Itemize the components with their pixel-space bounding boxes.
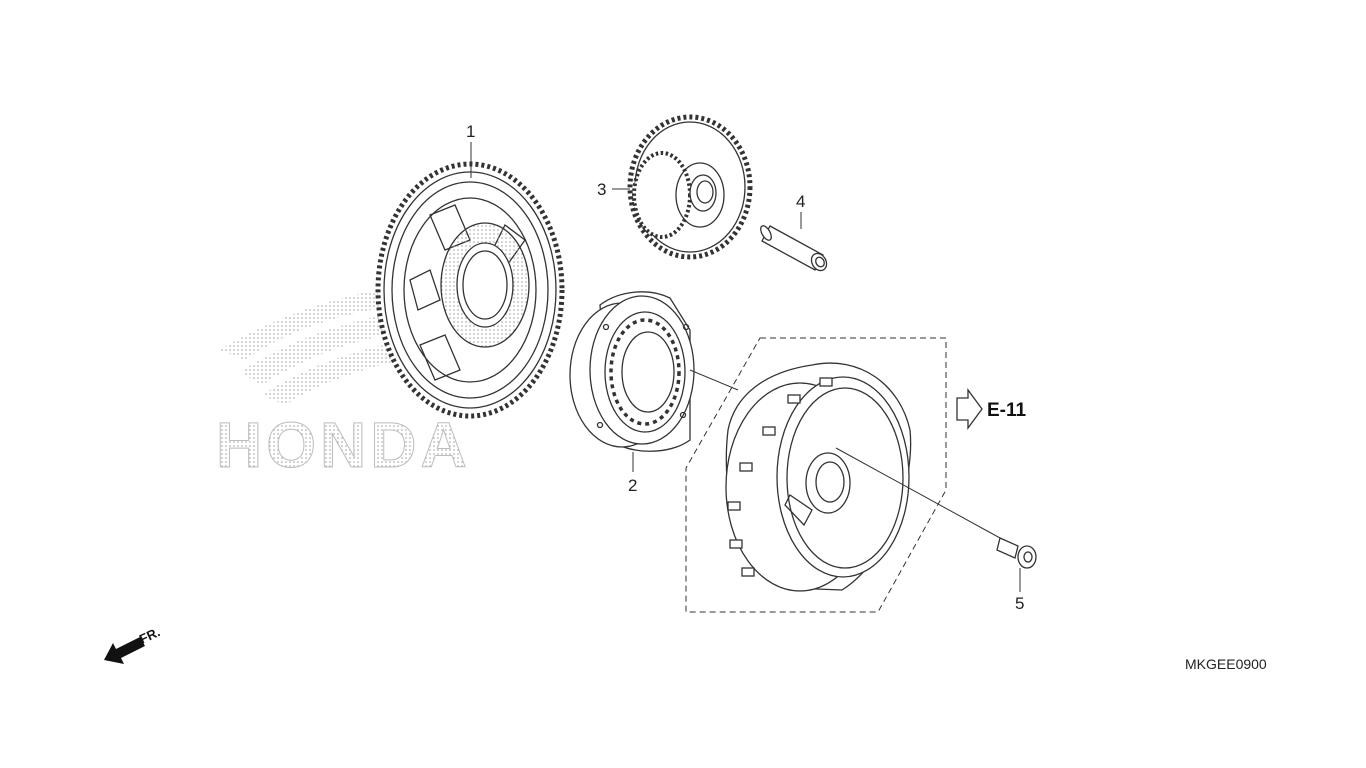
front-direction-indicator: FR. [104, 624, 162, 664]
bolt-axis-line [835, 447, 1001, 539]
callout-3: 3 [597, 180, 606, 199]
front-label: FR. [137, 624, 162, 646]
callout-2: 2 [628, 476, 637, 495]
front-arrow-icon [104, 637, 145, 664]
assembly-boundary-e11 [685, 337, 947, 613]
hollow-arrow-icon [956, 388, 983, 430]
diagram-code: MKGEE0900 [1185, 656, 1267, 672]
part-4-shaft [760, 225, 828, 272]
part-2-one-way-clutch [569, 291, 695, 452]
reference-arrow-e11[interactable]: E-11 [956, 388, 1027, 430]
callout-5: 5 [1015, 594, 1024, 613]
leader-2-to-flywheel [689, 369, 739, 391]
callout-4: 4 [796, 192, 805, 211]
part-3-reduction-gear [627, 114, 753, 260]
part-1-starter-driven-gear [375, 161, 565, 419]
honda-watermark-text: HONDA [216, 409, 471, 481]
flywheel-rotor [725, 362, 912, 592]
callout-1: 1 [466, 122, 475, 141]
part-5-bolt [996, 537, 1037, 569]
reference-label: E-11 [987, 400, 1027, 421]
